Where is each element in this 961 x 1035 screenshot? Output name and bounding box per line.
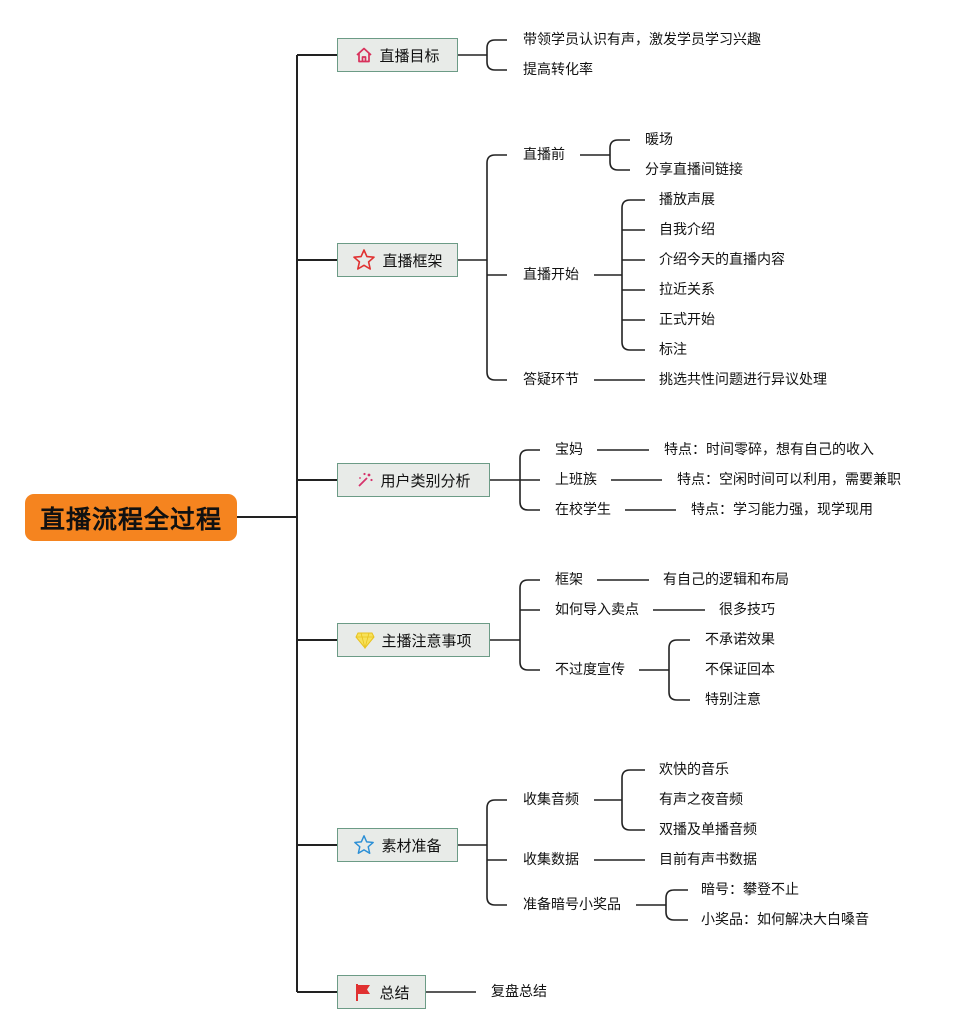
topic-node[interactable]: 特别注意 — [705, 692, 761, 708]
star-outline-blue-icon — [354, 835, 375, 854]
topic-node[interactable]: 直播前 — [523, 147, 565, 163]
topic-node[interactable]: 拉近关系 — [659, 282, 715, 298]
topic-node[interactable]: 特点：时间零碎，想有自己的收入 — [664, 442, 874, 458]
topic-node[interactable]: 双播及单播音频 — [659, 822, 757, 838]
topic-node[interactable]: 特点：学习能力强，现学现用 — [691, 502, 873, 518]
topic-node[interactable]: 播放声展 — [659, 192, 715, 208]
topic-node[interactable]: 很多技巧 — [719, 602, 775, 618]
star-outline-red-icon — [353, 249, 376, 270]
topic-node[interactable]: 提高转化率 — [523, 62, 593, 78]
topic-node[interactable]: 暗号：攀登不止 — [701, 882, 799, 898]
topic-node[interactable]: 上班族 — [555, 472, 597, 488]
home-icon — [356, 47, 373, 63]
topic-node[interactable]: 介绍今天的直播内容 — [659, 252, 785, 268]
red-flag-icon — [356, 984, 371, 1001]
topic-node[interactable]: 自我介绍 — [659, 222, 715, 238]
topic-node[interactable]: 暖场 — [645, 132, 673, 148]
branch-label: 直播框架 — [382, 251, 443, 270]
topic-node[interactable]: 不过度宣传 — [555, 662, 625, 678]
topic-node[interactable]: 复盘总结 — [491, 984, 547, 1000]
topic-node[interactable]: 收集音频 — [523, 792, 579, 808]
topic-node[interactable]: 收集数据 — [523, 852, 579, 868]
branch-label: 用户类别分析 — [380, 471, 471, 490]
branch-user-analysis[interactable]: 用户类别分析 — [337, 463, 490, 497]
branch-label: 主播注意事项 — [381, 631, 472, 650]
topic-node[interactable]: 目前有声书数据 — [659, 852, 757, 868]
topic-node[interactable]: 不承诺效果 — [705, 632, 775, 648]
topic-node[interactable]: 特点：空闲时间可以利用，需要兼职 — [677, 472, 901, 488]
topic-node[interactable]: 答疑环节 — [523, 372, 579, 388]
topic-node[interactable]: 框架 — [555, 572, 583, 588]
branch-material-prep[interactable]: 素材准备 — [337, 828, 458, 862]
branch-host-notes[interactable]: 主播注意事项 — [337, 623, 490, 657]
topic-node[interactable]: 挑选共性问题进行异议处理 — [659, 372, 827, 388]
branch-label: 总结 — [379, 983, 410, 1002]
gem-icon — [355, 632, 376, 649]
branch-label: 直播目标 — [379, 46, 440, 65]
topic-node[interactable]: 有声之夜音频 — [659, 792, 743, 808]
branch-live-framework[interactable]: 直播框架 — [337, 243, 458, 277]
topic-node[interactable]: 准备暗号小奖品 — [523, 897, 621, 913]
topic-node[interactable]: 分享直播间链接 — [645, 162, 743, 178]
topic-node[interactable]: 欢快的音乐 — [659, 762, 729, 778]
topic-node[interactable]: 带领学员认识有声，激发学员学习兴趣 — [523, 32, 761, 48]
topic-node[interactable]: 有自己的逻辑和布局 — [663, 572, 789, 588]
branch-summary[interactable]: 总结 — [337, 975, 426, 1009]
magic-wand-icon — [358, 472, 374, 487]
topic-node[interactable]: 直播开始 — [523, 267, 579, 283]
topic-node[interactable]: 在校学生 — [555, 502, 611, 518]
root-topic[interactable]: 直播流程全过程 — [25, 494, 237, 541]
topic-node[interactable]: 正式开始 — [659, 312, 715, 328]
topic-node[interactable]: 小奖品：如何解决大白嗓音 — [701, 912, 869, 928]
topic-node[interactable]: 宝妈 — [555, 442, 583, 458]
branch-label: 素材准备 — [381, 836, 442, 855]
topic-node[interactable]: 不保证回本 — [705, 662, 775, 678]
topic-node[interactable]: 如何导入卖点 — [555, 602, 639, 618]
branch-live-goal[interactable]: 直播目标 — [337, 38, 458, 72]
topic-node[interactable]: 标注 — [659, 342, 687, 358]
